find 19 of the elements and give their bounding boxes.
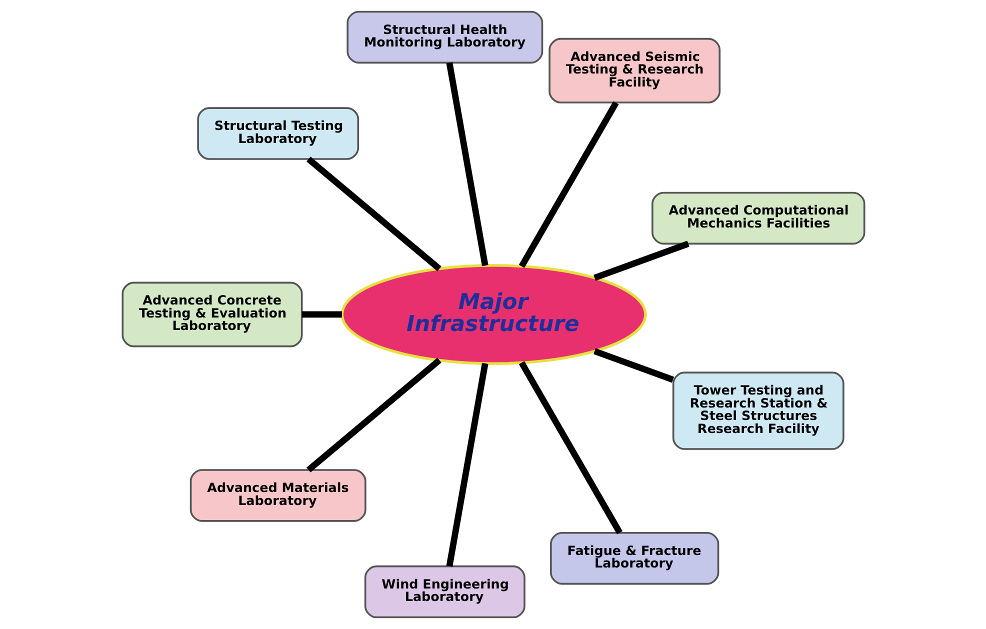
connector [593,348,674,383]
node-box: Structural Testing Laboratory [196,107,359,160]
connector [306,156,441,272]
node-box: Fatigue & Fracture Laboratory [550,532,719,585]
connector [446,362,488,567]
connector [518,101,618,268]
node-box: Advanced Concrete Testing & Evaluation Laboratory [121,282,302,348]
connector [301,311,342,318]
connector [446,62,488,266]
node-ellipse: Major Infrastructure [340,264,646,365]
connector [306,358,441,472]
node-box: Tower Testing and Research Station & Steel Structures Research Facility [672,372,844,450]
node-box: Advanced Computational Mechanics Facilities [651,192,865,245]
node-box: Structural Health Monitoring Laboratory [346,10,543,64]
node-box: Advanced Materials Laboratory [189,469,366,522]
node-box: Wind Engineering Laboratory [364,565,525,618]
node-box: Advanced Seismic Testing & Research Facility [548,38,720,104]
connector [518,361,622,534]
connector [593,240,689,281]
